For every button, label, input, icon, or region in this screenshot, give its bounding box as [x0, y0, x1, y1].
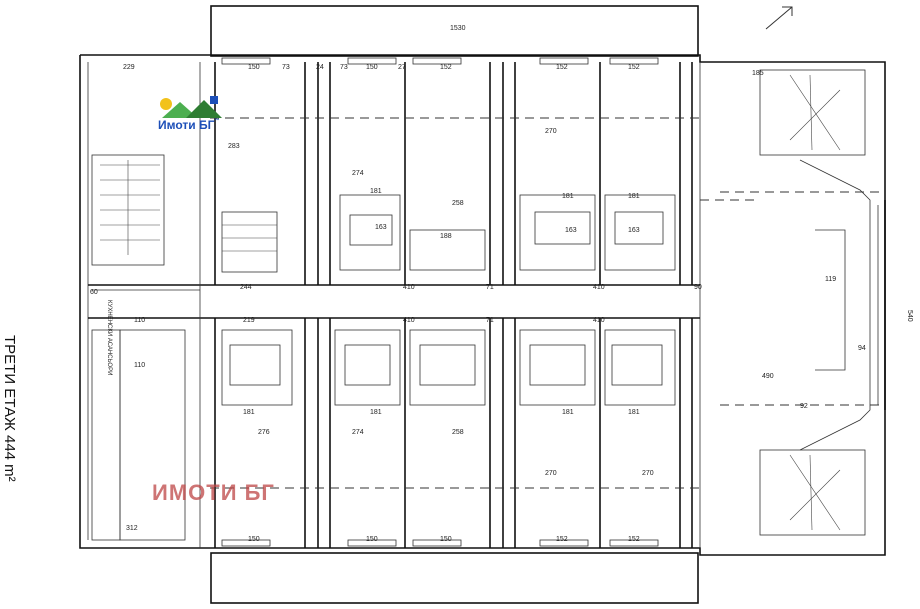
dim-label: 27 — [398, 64, 406, 71]
dim-label: 181 — [562, 409, 574, 416]
dim-label: 270 — [545, 470, 557, 477]
dim-label: 229 — [123, 64, 135, 71]
top-bathrooms — [339, 194, 676, 271]
dim-label: 150 — [248, 64, 260, 71]
floor-title: ТРЕТИ ЕТАЖ 444 m² — [1, 335, 18, 482]
bottom-bathrooms — [221, 329, 676, 406]
right-wing — [759, 69, 886, 536]
dim-label: 152 — [628, 536, 640, 543]
building-outline — [79, 54, 886, 556]
dashed-reference-lines — [210, 117, 880, 489]
dim-label: 152 — [556, 536, 568, 543]
watermark: ИМОТИ БГ — [152, 480, 275, 505]
dim-label: 119 — [825, 276, 836, 283]
dim-label: 312 — [126, 525, 138, 532]
dim-label: 181 — [370, 188, 382, 195]
dim-label: 150 — [440, 536, 452, 543]
dim-label: 163 — [565, 227, 577, 234]
dim-label: 410 — [593, 317, 605, 324]
left-stairwell — [91, 154, 165, 266]
dim-label: 244 — [240, 284, 252, 291]
dim-label: 150 — [248, 536, 260, 543]
dim-label: 181 — [628, 409, 640, 416]
dim-label: 276 — [258, 429, 270, 436]
dim-label: 490 — [762, 373, 774, 380]
dim-label: 185 — [752, 70, 764, 77]
top-window-strips — [221, 57, 659, 65]
dim-label: 73 — [340, 64, 348, 71]
small-stair — [221, 211, 278, 273]
dim-label: 71 — [486, 284, 494, 291]
bottom-terrace-outline — [210, 552, 699, 604]
top-room-walls — [214, 62, 693, 285]
dim-label: 24 — [316, 64, 324, 71]
dim-label: 270 — [642, 470, 654, 477]
dim-label: 181 — [628, 193, 640, 200]
dim-label: 152 — [440, 64, 452, 71]
dim-label: 150 — [366, 64, 378, 71]
dim-label: 163 — [628, 227, 640, 234]
dim-label: 92 — [800, 403, 808, 410]
dim-label: 258 — [452, 429, 464, 436]
dim-overall-width: 1530 — [450, 25, 466, 32]
dim-label: 270 — [545, 128, 557, 135]
bottom-window-strips — [221, 539, 659, 547]
dim-label: 410 — [403, 284, 415, 291]
shaft-label: КУХНЕНСКИ АСАНСЬОРИ — [106, 300, 112, 376]
top-terrace-outline — [210, 5, 699, 57]
dim-label: 258 — [452, 200, 464, 207]
dim-label: 60 — [90, 289, 98, 296]
dim-label: 181 — [243, 409, 255, 416]
dim-label: 181 — [562, 193, 574, 200]
logo: Имоти БГ™ — [150, 88, 240, 136]
dim-label: 94 — [858, 345, 866, 352]
dim-label: 219 — [243, 317, 255, 324]
logo-text: Имоти БГ™ — [158, 118, 220, 132]
dim-label: 152 — [556, 64, 568, 71]
dim-label: 110 — [134, 362, 145, 369]
dim-label: 73 — [282, 64, 290, 71]
dim-label: 90 — [694, 284, 702, 291]
dim-label: 152 — [628, 64, 640, 71]
dim-label: 274 — [352, 429, 364, 436]
dim-label: 163 — [375, 224, 387, 231]
dim-label: 188 — [440, 233, 452, 240]
dim-label: 181 — [370, 409, 382, 416]
left-shaft — [91, 62, 201, 548]
dim-label: 540 — [906, 310, 913, 322]
house-logo-icon — [160, 96, 222, 118]
north-arrow-icon — [762, 2, 798, 32]
dim-label: 410 — [593, 284, 605, 291]
dim-label: 274 — [352, 170, 364, 177]
dim-label: 410 — [403, 317, 415, 324]
dim-label: 283 — [228, 143, 240, 150]
bottom-room-walls — [214, 318, 693, 548]
dim-label: 71 — [486, 317, 494, 324]
dim-label: 110 — [134, 317, 145, 324]
dim-label: 150 — [366, 536, 378, 543]
